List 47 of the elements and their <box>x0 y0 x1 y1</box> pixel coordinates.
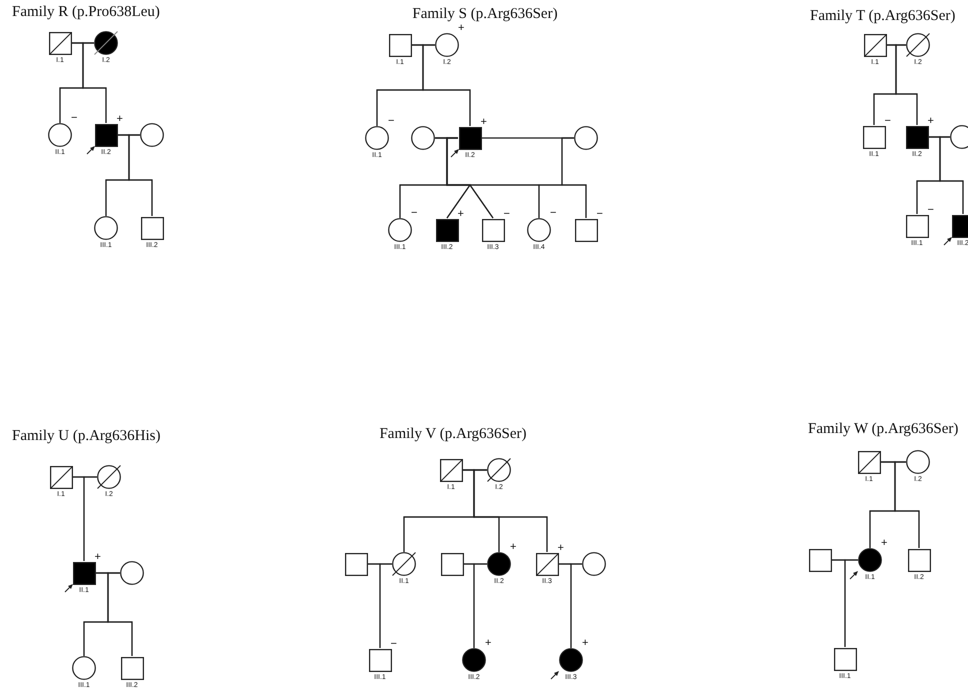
genotype-sign: + <box>928 116 934 126</box>
family-title: Family R (p.Pro638Leu) <box>12 4 160 21</box>
male-square-symbol <box>440 552 464 576</box>
female-circle-symbol <box>120 561 144 585</box>
pedigree-line <box>379 563 392 648</box>
genotype-sign: + <box>116 114 123 124</box>
pedigree-line <box>844 559 858 647</box>
genotype-sign: − <box>550 208 556 219</box>
genotype-sign: − <box>504 208 510 220</box>
genotype-sign: + <box>558 542 564 554</box>
pedigree-line <box>82 42 107 123</box>
genotype-sign: − <box>390 638 397 650</box>
pedigree-line <box>107 572 133 656</box>
family-title: Family T (p.Arg636Ser) <box>810 8 956 25</box>
genotype-sign: − <box>596 208 603 220</box>
pedigree-line <box>939 136 964 214</box>
genotype-sign: − <box>388 116 394 127</box>
genotype-sign: − <box>884 116 891 126</box>
pedigree-line <box>894 461 920 548</box>
genotype-sign: − <box>71 113 78 124</box>
female-circle-symbol <box>582 552 606 576</box>
pedigree-line <box>569 563 582 648</box>
pedigree-line <box>473 563 487 648</box>
family-title: Family V (p.Arg636Ser) <box>379 426 527 443</box>
genotype-sign: + <box>94 552 101 562</box>
family-title: Family S (p.Arg636Ser) <box>412 6 558 23</box>
genotype-sign: − <box>411 208 418 219</box>
genotype-sign: + <box>485 638 492 649</box>
female-circle-symbol <box>140 123 164 147</box>
pedigree-line <box>128 134 153 216</box>
female-circle-symbol <box>574 126 598 150</box>
genotype-sign: + <box>881 538 888 549</box>
pedigree-line <box>895 44 918 125</box>
family-title: Family U (p.Arg636His) <box>12 428 160 445</box>
genotype-sign: + <box>510 542 516 553</box>
male-square-symbol <box>808 548 832 572</box>
male-square-symbol <box>344 552 368 576</box>
pedigree-line <box>83 476 97 561</box>
pedigree-line <box>561 137 587 218</box>
genotype-sign: − <box>928 204 934 216</box>
genotype-sign: + <box>458 208 464 220</box>
genotype-sign: + <box>480 116 487 128</box>
family-title: Family W (p.Arg636Ser) <box>808 421 958 438</box>
genotype-sign: + <box>582 638 588 649</box>
genotype-sign: + <box>458 23 464 34</box>
pedigree-line <box>422 44 471 126</box>
female-circle-symbol <box>411 126 435 150</box>
